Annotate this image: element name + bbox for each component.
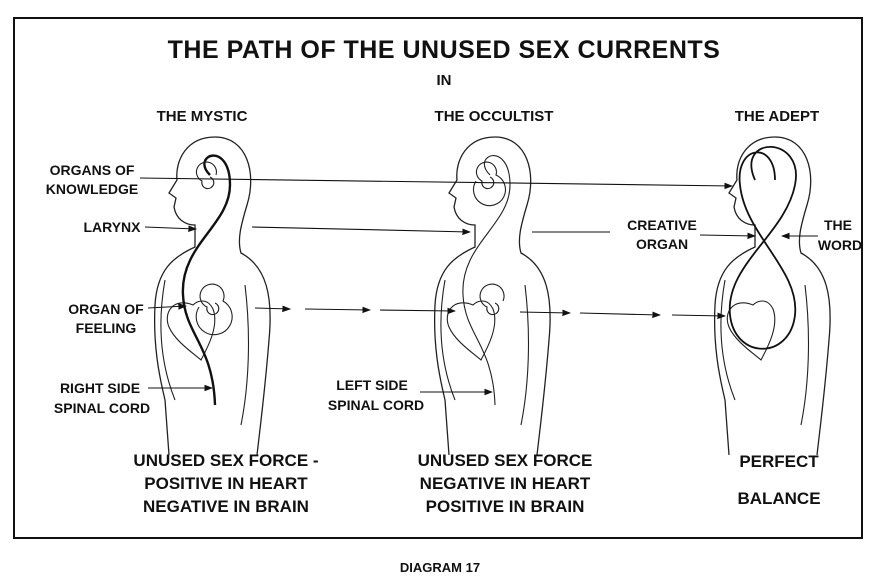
label-organ-of-feeling-2: FEELING bbox=[76, 320, 137, 336]
arrows bbox=[139, 177, 818, 396]
label-organs-of-knowledge-2: KNOWLEDGE bbox=[46, 181, 139, 197]
label-the-word-2: WORD bbox=[818, 237, 862, 253]
occultist-brain-spiral bbox=[472, 161, 507, 207]
adept-figure bbox=[713, 136, 831, 456]
label-creative-organ-2: ORGAN bbox=[636, 236, 688, 252]
label-larynx: LARYNX bbox=[83, 219, 141, 235]
adept-caption-1: PERFECT bbox=[739, 452, 819, 471]
label-the-word-1: THE bbox=[824, 217, 852, 233]
occultist-caption-1: UNUSED SEX FORCE bbox=[418, 451, 593, 470]
occultist-caption-3: POSITIVE IN BRAIN bbox=[426, 497, 585, 516]
mystic-current bbox=[181, 154, 232, 406]
mystic-caption-1: UNUSED SEX FORCE - bbox=[133, 451, 318, 470]
mystic-caption-2: POSITIVE IN HEART bbox=[144, 474, 308, 493]
heading-occultist: THE OCCULTIST bbox=[435, 108, 554, 125]
label-left-side-2: SPINAL CORD bbox=[328, 397, 424, 413]
label-creative-organ-1: CREATIVE bbox=[627, 217, 697, 233]
occultist-current bbox=[462, 155, 511, 406]
frame-border bbox=[13, 17, 863, 539]
heading-adept: THE ADEPT bbox=[735, 108, 819, 125]
adept-current bbox=[729, 145, 797, 350]
label-right-side-2: SPINAL CORD bbox=[54, 400, 150, 416]
occultist-heart-spiral bbox=[479, 283, 505, 316]
mystic-brain-spiral bbox=[195, 161, 217, 190]
occultist-figure bbox=[433, 136, 551, 456]
occultist-caption-2: NEGATIVE IN HEART bbox=[420, 474, 591, 493]
label-organs-of-knowledge-1: ORGANS OF bbox=[50, 162, 135, 178]
mystic-heart-spiral bbox=[195, 283, 233, 336]
heading-mystic: THE MYSTIC bbox=[157, 108, 248, 125]
mystic-figure bbox=[153, 136, 271, 456]
label-right-side-1: RIGHT SIDE bbox=[60, 380, 140, 396]
diagram-subtitle: IN bbox=[437, 72, 452, 89]
diagram-title: THE PATH OF THE UNUSED SEX CURRENTS bbox=[168, 36, 721, 64]
diagram-number: DIAGRAM 17 bbox=[400, 560, 480, 575]
adept-caption-2: BALANCE bbox=[737, 489, 820, 508]
mystic-caption-3: NEGATIVE IN BRAIN bbox=[143, 497, 309, 516]
label-left-side-1: LEFT SIDE bbox=[336, 377, 408, 393]
label-organ-of-feeling-1: ORGAN OF bbox=[68, 301, 144, 317]
